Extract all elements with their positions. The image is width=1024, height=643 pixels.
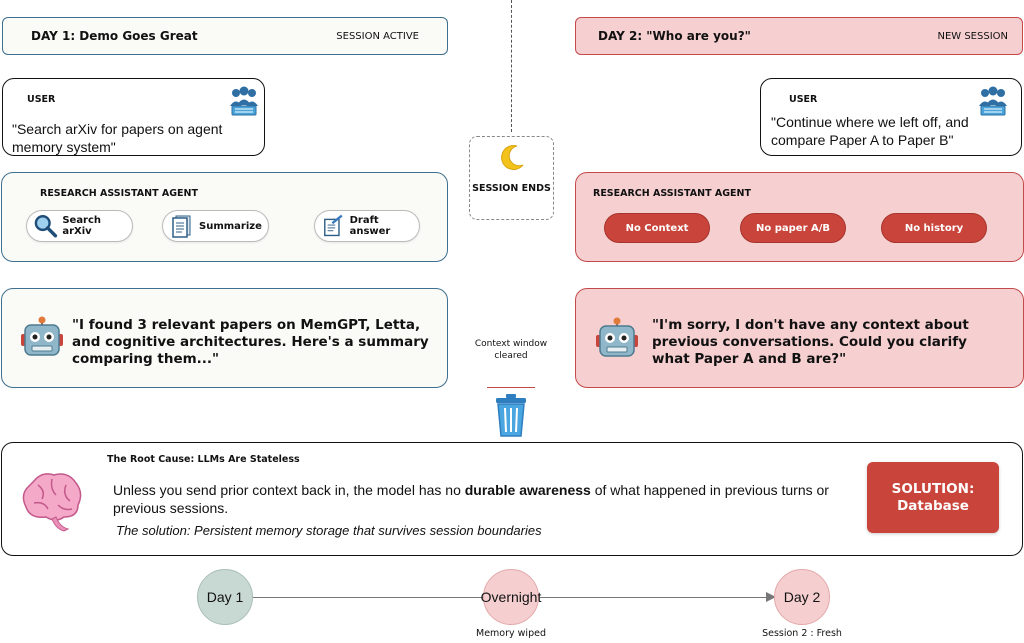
root-cause-text-pre: Unless you send prior context back in, t… bbox=[113, 482, 465, 498]
root-cause-panel: The Root Cause: LLMs Are Stateless Unles… bbox=[1, 442, 1023, 556]
day1-agent-response: "I found 3 relevant papers on MemGPT, Le… bbox=[72, 317, 429, 367]
day2-user-message: "Continue where we left off, and compare… bbox=[771, 114, 969, 148]
draft-icon bbox=[324, 214, 343, 237]
timeline-arrowhead bbox=[766, 592, 776, 602]
day2-user-label: USER bbox=[789, 94, 818, 105]
brain-icon bbox=[22, 473, 82, 532]
session-divider-line bbox=[511, 0, 512, 132]
day2-agent-label: RESEARCH ASSISTANT AGENT bbox=[593, 188, 751, 199]
robot-icon bbox=[596, 317, 638, 357]
missing-papers-badge: No paper A/B bbox=[740, 213, 846, 243]
day1-agent-label: RESEARCH ASSISTANT AGENT bbox=[40, 188, 198, 199]
root-cause-text-post: of what happened in previous turns or pr… bbox=[113, 482, 829, 516]
moon-icon bbox=[501, 145, 524, 170]
day2-user-card: USER "Continue where we left off, and co… bbox=[760, 78, 1022, 156]
root-cause-description: Unless you send prior context back in, t… bbox=[113, 481, 853, 517]
trash-icon bbox=[496, 394, 526, 437]
timeline-node-overnight: Overnight bbox=[480, 569, 542, 625]
timeline-node-day1: Day 1 bbox=[197, 569, 253, 625]
context-cleared-label: Context window cleared bbox=[474, 339, 548, 361]
day2-agent-panel: RESEARCH ASSISTANT AGENT No Context No p… bbox=[575, 172, 1024, 262]
root-cause-title: The Root Cause: LLMs Are Stateless bbox=[107, 454, 300, 465]
day1-title: DAY 1: Demo Goes Great bbox=[31, 29, 198, 43]
tool-summarize-label: Summarize bbox=[199, 220, 262, 232]
users-icon bbox=[230, 86, 258, 116]
day1-user-message: "Search arXiv for papers on agent memory… bbox=[12, 121, 223, 155]
document-icon bbox=[172, 215, 191, 238]
solution-box-heading: SOLUTION: bbox=[891, 480, 975, 497]
day1-user-label: USER bbox=[27, 94, 56, 105]
solution-database-box: SOLUTION: Database bbox=[867, 462, 999, 533]
session-ends-label: SESSION ENDS bbox=[472, 183, 551, 194]
timeline-segment-2 bbox=[540, 597, 774, 598]
day2-agent-response: "I'm sorry, I don't have any context abo… bbox=[652, 317, 969, 367]
root-cause-emphasis: durable awareness bbox=[464, 482, 591, 498]
day1-header: DAY 1: Demo Goes Great SESSION ACTIVE bbox=[2, 17, 448, 55]
solution-box-value: Database bbox=[897, 497, 969, 514]
day1-agent-panel: RESEARCH ASSISTANT AGENT Search arXiv Su… bbox=[1, 172, 448, 262]
magnifier-icon bbox=[34, 215, 58, 238]
timeline-caption-overnight: Memory wiped bbox=[476, 628, 546, 639]
timeline-caption-day2: Session 2 : Fresh bbox=[762, 628, 842, 639]
solution-description: The solution: Persistent memory storage … bbox=[116, 523, 542, 538]
missing-history-badge: No history bbox=[881, 213, 987, 243]
day2-session-tag: NEW SESSION bbox=[937, 30, 1008, 42]
users-icon bbox=[979, 86, 1007, 116]
day2-response-panel: "I'm sorry, I don't have any context abo… bbox=[575, 288, 1024, 388]
day2-title: DAY 2: "Who are you?" bbox=[598, 29, 751, 43]
context-cleared-divider bbox=[487, 387, 535, 388]
day2-header: DAY 2: "Who are you?" NEW SESSION bbox=[575, 17, 1023, 55]
tool-search-arxiv[interactable]: Search arXiv bbox=[26, 210, 133, 242]
tool-draft-answer[interactable]: Draft answer bbox=[314, 210, 420, 242]
day1-response-panel: "I found 3 relevant papers on MemGPT, Le… bbox=[1, 288, 448, 388]
timeline-node-day2-label: Day 2 bbox=[783, 589, 821, 605]
missing-context-badge: No Context bbox=[604, 213, 710, 243]
tool-draft-answer-label: Draft answer bbox=[349, 215, 391, 237]
session-ends-box: SESSION ENDS bbox=[469, 136, 554, 220]
day1-session-tag: SESSION ACTIVE bbox=[336, 30, 419, 42]
day1-user-card: USER "Search arXiv for papers on agent m… bbox=[2, 78, 265, 156]
tool-summarize[interactable]: Summarize bbox=[162, 210, 269, 242]
timeline-node-day2: Day 2 bbox=[774, 569, 830, 625]
timeline-node-overnight-label: Overnight bbox=[480, 589, 542, 605]
tool-search-arxiv-label: Search arXiv bbox=[62, 215, 102, 237]
timeline-node-day1-label: Day 1 bbox=[206, 589, 244, 605]
timeline-segment-1 bbox=[253, 597, 483, 598]
robot-icon bbox=[21, 316, 63, 356]
